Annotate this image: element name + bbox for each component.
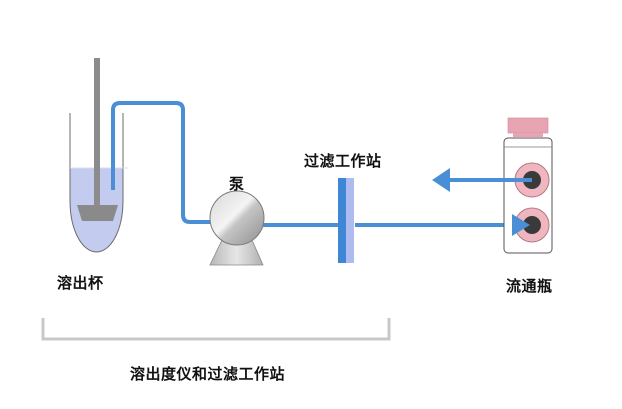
sampling-tube xyxy=(111,101,212,224)
group-bracket xyxy=(41,318,391,341)
pump xyxy=(209,190,265,266)
filter-plate-light xyxy=(346,178,354,263)
flow-cell xyxy=(503,117,553,254)
flow-cell-label: 流通瓶 xyxy=(506,277,553,295)
group-label: 溶出度仪和过滤工作站 xyxy=(130,365,286,383)
pump-label: 泵 xyxy=(229,175,245,193)
vessel-wall xyxy=(69,113,124,253)
stirrer-paddle xyxy=(77,205,118,221)
flow-cell-cap xyxy=(507,117,549,134)
outlet-arrowhead xyxy=(432,168,450,192)
filter-plate-dark xyxy=(338,178,346,263)
dissolution-vessel xyxy=(69,58,128,253)
filter-station-label: 过滤工作站 xyxy=(304,152,382,170)
inlet-arrowhead-overlay xyxy=(512,214,530,236)
stirrer-shaft xyxy=(94,58,100,210)
flow-cell-neck xyxy=(513,133,543,137)
vessel-label: 溶出杯 xyxy=(57,274,104,292)
filter-station xyxy=(338,178,354,263)
inlet-port-core xyxy=(523,216,541,234)
pump-head xyxy=(209,190,265,246)
